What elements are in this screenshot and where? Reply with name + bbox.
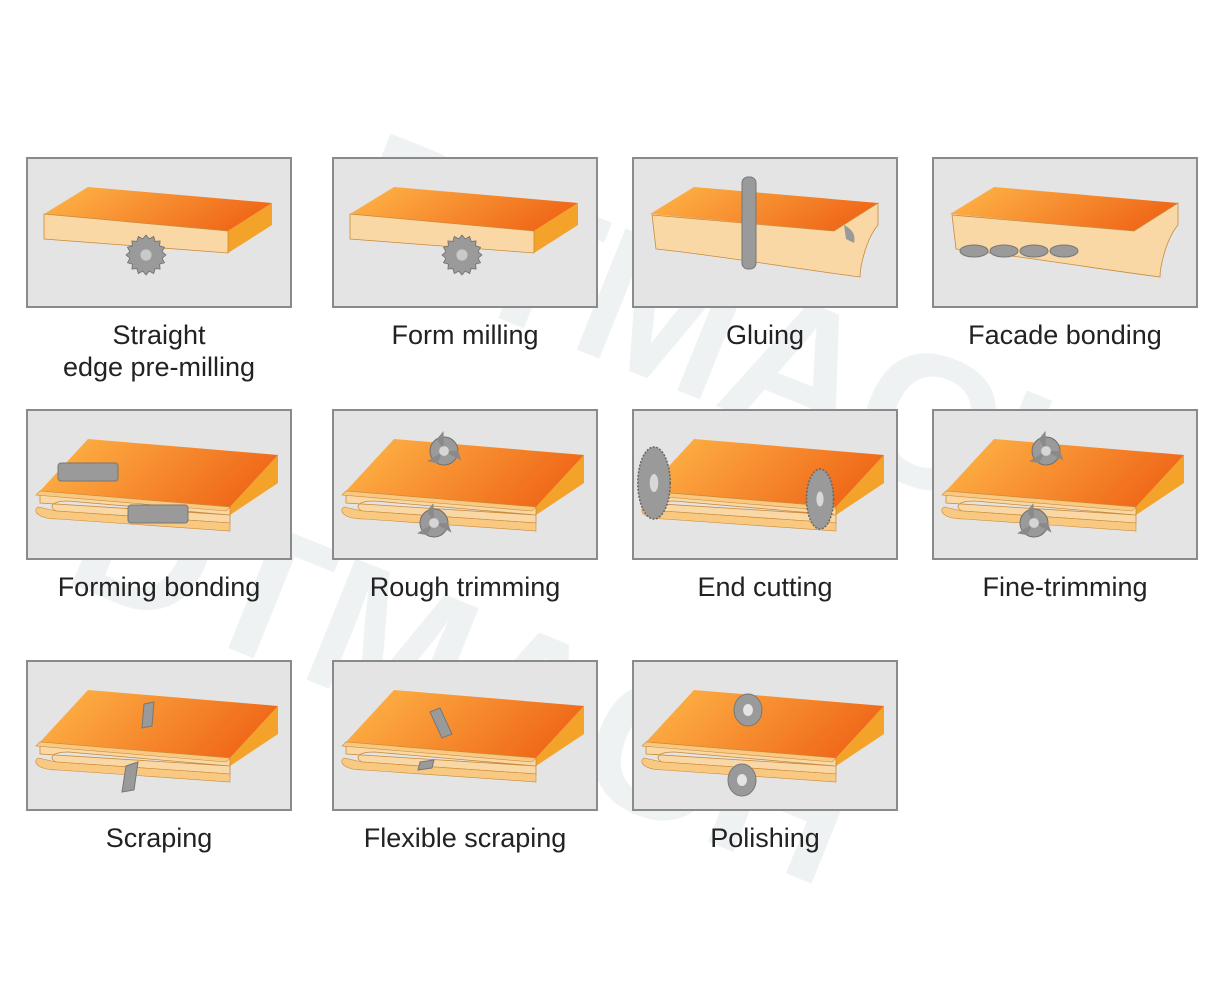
board-end xyxy=(534,203,578,253)
glue-nozzle-icon xyxy=(844,225,855,243)
step-illustration xyxy=(932,157,1198,308)
edge-band-upper xyxy=(641,741,837,763)
trimming-cutter-icon xyxy=(416,503,452,538)
board-end xyxy=(228,203,272,253)
forming-pad-icon xyxy=(127,504,189,524)
edge-process-illustration xyxy=(349,187,578,276)
edge-process-illustration xyxy=(35,439,278,532)
edge-process-illustration xyxy=(637,439,884,532)
board-top xyxy=(950,187,1178,231)
board-front-face xyxy=(43,213,229,254)
step-illustration xyxy=(26,157,292,308)
board-top xyxy=(946,439,1184,507)
step-illustration xyxy=(332,660,598,811)
saw-blade-hub xyxy=(816,491,824,507)
step-illustration xyxy=(632,157,898,308)
board-top xyxy=(40,690,278,758)
flexible-scraper-icon xyxy=(429,707,453,739)
step-illustration xyxy=(932,409,1198,560)
board-top xyxy=(650,187,878,231)
edge-band-upper xyxy=(341,741,537,763)
edge-process-illustration xyxy=(341,690,584,783)
board-top xyxy=(44,187,272,231)
edge-process-illustration xyxy=(941,431,1184,538)
step-illustration xyxy=(332,409,598,560)
step-illustration xyxy=(632,660,898,811)
board-top xyxy=(646,690,884,758)
board-end xyxy=(836,706,884,766)
trimming-cutter-icon xyxy=(426,431,462,466)
edge-band-upper xyxy=(35,741,231,763)
board-top xyxy=(350,187,578,231)
pressure-roller-icon xyxy=(959,244,989,258)
step-illustration xyxy=(26,660,292,811)
pressure-roller-icon xyxy=(989,244,1019,258)
step-label: Scraping xyxy=(105,823,213,853)
polishing-wheel-hole xyxy=(743,704,753,716)
edge-band-upper xyxy=(341,490,537,512)
board-top xyxy=(346,690,584,758)
edge-process-illustration xyxy=(641,690,884,797)
trimming-cutter-icon xyxy=(1028,431,1064,466)
edge-process-illustration xyxy=(650,176,879,278)
scraper-blade-icon xyxy=(141,701,155,729)
step-illustration xyxy=(632,409,898,560)
board-front-face xyxy=(651,202,879,278)
trimming-cutter-icon xyxy=(1016,503,1052,538)
scraper-blade-icon xyxy=(121,761,139,793)
board-end xyxy=(536,455,584,515)
glue-roller-icon xyxy=(741,176,757,270)
board-end xyxy=(230,455,278,515)
edge-process-illustration xyxy=(43,187,272,276)
step-label: Gluing xyxy=(725,320,805,350)
edge-process-illustration xyxy=(950,187,1179,278)
step-label: Facade bonding xyxy=(968,320,1162,350)
step-label: Form milling xyxy=(391,320,539,350)
board-end xyxy=(230,706,278,766)
edge-process-illustration xyxy=(35,690,278,793)
polishing-wheel-hole xyxy=(737,774,747,786)
step-label: End cutting xyxy=(697,572,833,602)
forming-pad-icon xyxy=(57,462,119,482)
board-end xyxy=(836,455,884,515)
step-label: Forming bonding xyxy=(57,572,261,602)
edge-process-illustration xyxy=(341,431,584,538)
board-front-face xyxy=(349,213,535,254)
board-top xyxy=(40,439,278,507)
pressure-roller-icon xyxy=(1049,244,1079,258)
cutter-icon xyxy=(441,234,483,276)
step-illustration xyxy=(332,157,598,308)
flexible-scraper-icon xyxy=(417,759,435,771)
step-label: Polishing xyxy=(710,823,820,853)
board-end xyxy=(536,706,584,766)
saw-blade-hub xyxy=(649,474,659,492)
step-illustration xyxy=(26,409,292,560)
step-label: Fine-trimming xyxy=(982,572,1148,602)
step-label: Rough trimming xyxy=(369,572,561,602)
step-label: Flexible scraping xyxy=(363,823,567,853)
pressure-roller-icon xyxy=(1019,244,1049,258)
board-top xyxy=(346,439,584,507)
edge-band-upper xyxy=(941,490,1137,512)
step-label: Straight edge pre-milling xyxy=(62,320,256,382)
edge-band-lower xyxy=(341,757,537,783)
board-end xyxy=(1136,455,1184,515)
cutter-icon xyxy=(125,234,167,276)
